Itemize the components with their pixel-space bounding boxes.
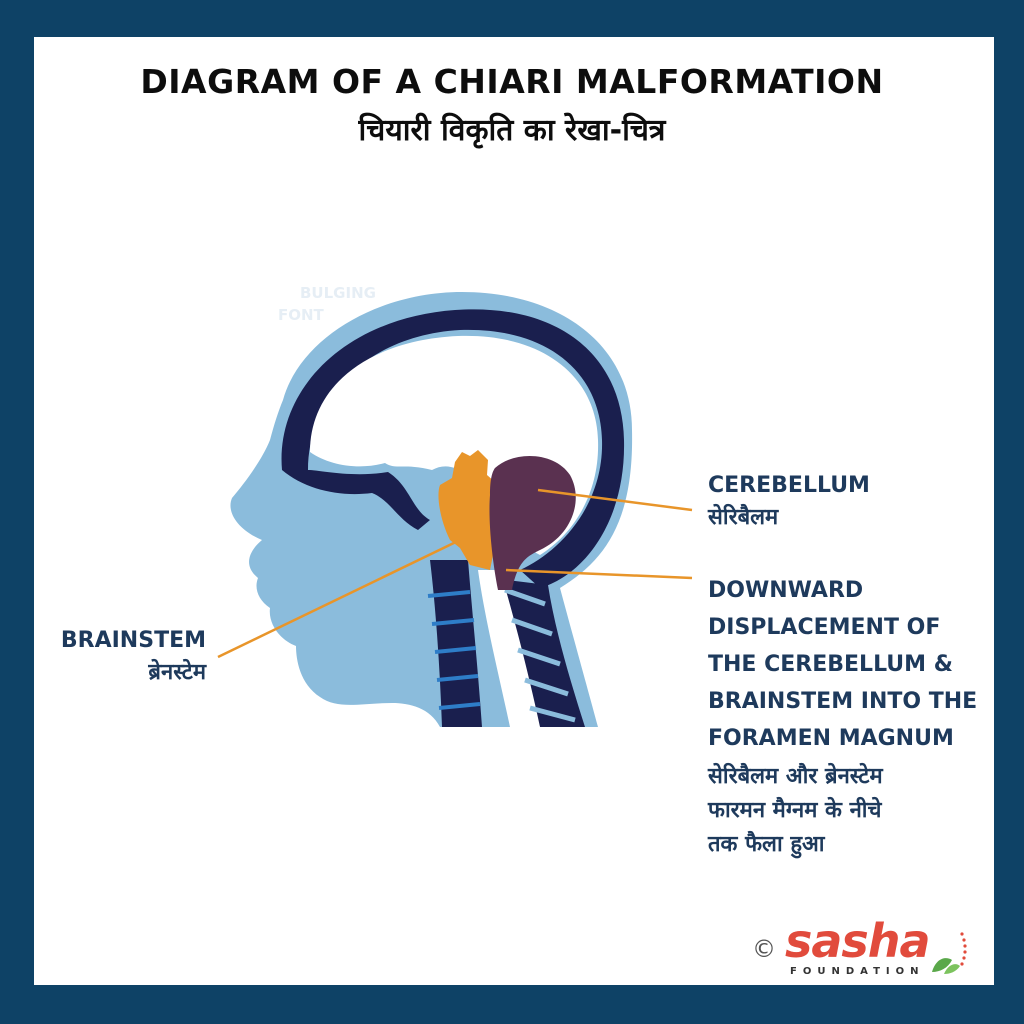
spine-back-stripes bbox=[504, 587, 576, 723]
vertebrae-stripes bbox=[427, 590, 481, 710]
leaf-spine-icon bbox=[932, 932, 967, 974]
leader-brainstem bbox=[217, 538, 461, 659]
spinal-canal bbox=[478, 570, 540, 727]
label-displacement-hi: सेरिबैलम और ब्रेनस्टेम फारमन मैग्नम के न… bbox=[708, 760, 998, 862]
label-displacement-hi-line: फारमन मैग्नम के नीचे bbox=[708, 798, 882, 823]
leader-cerebellum bbox=[537, 488, 693, 512]
cerebellum-shape bbox=[489, 455, 576, 590]
vertebrae-column bbox=[430, 560, 482, 727]
faint-label: BULGING FONT bbox=[278, 282, 376, 326]
faint-label-line-2: FONT bbox=[278, 306, 324, 324]
label-displacement-line: THE CEREBELLUM & bbox=[708, 652, 953, 677]
copyright-symbol: © bbox=[752, 935, 776, 963]
logo-wordmark: sasha bbox=[785, 914, 931, 968]
label-displacement-en: DOWNWARD DISPLACEMENT OF THE CEREBELLUM … bbox=[708, 572, 1008, 757]
label-cerebellum-en: CEREBELLUM bbox=[708, 473, 870, 498]
label-displacement-line: DISPLACEMENT OF bbox=[708, 615, 941, 640]
label-brainstem-hi: ब्रेनस्टेम bbox=[148, 660, 206, 685]
label-cerebellum-hi: सेरिबैलम bbox=[708, 505, 779, 530]
label-displacement-line: BRAINSTEM INTO THE bbox=[708, 689, 978, 714]
leader-displacement bbox=[505, 568, 693, 580]
label-displacement-line: DOWNWARD bbox=[708, 578, 864, 603]
faint-label-line-1: BULGING bbox=[300, 284, 376, 302]
logo-subtitle: FOUNDATION bbox=[790, 966, 925, 977]
brainstem-shape bbox=[438, 450, 496, 570]
label-cerebellum: CEREBELLUM सेरिबैलम bbox=[708, 470, 870, 534]
label-displacement-hi-line: सेरिबैलम और ब्रेनस्टेम bbox=[708, 764, 883, 789]
label-brainstem: BRAINSTEM ब्रेनस्टेम bbox=[50, 625, 206, 689]
label-displacement-hi-line: तक फैला हुआ bbox=[708, 832, 825, 857]
label-brainstem-en: BRAINSTEM bbox=[60, 628, 206, 653]
label-displacement-line: FORAMEN MAGNUM bbox=[708, 726, 954, 751]
title-hindi: चियारी विकृति का रेखा-चित्र bbox=[358, 113, 666, 148]
title-english: DIAGRAM OF A CHIARI MALFORMATION bbox=[140, 62, 884, 101]
